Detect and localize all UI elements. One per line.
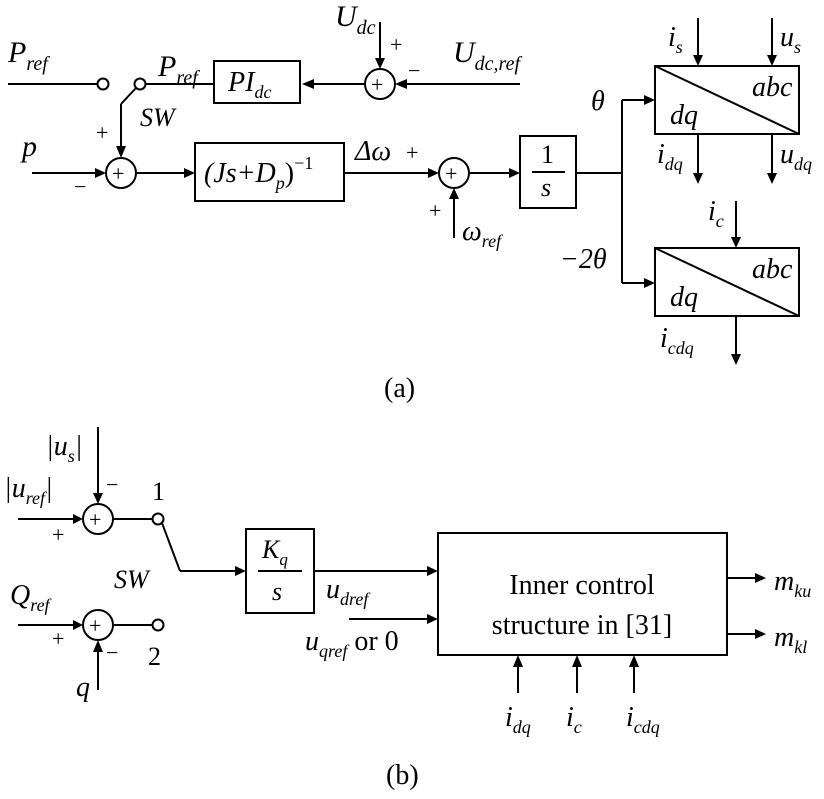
panel-a: Pref SW + Pref PIdc + Udc + − Udc,ref p … (7, 0, 812, 404)
udq-label: udq (780, 139, 812, 174)
svg-text:+: + (96, 120, 108, 145)
inner-control-line2: structure in [31] (492, 610, 672, 641)
svg-text:+: + (429, 198, 441, 223)
inertia-damping-label: (Js+Dp)−1 (204, 153, 313, 193)
pi-dc-label: PIdc (227, 67, 271, 102)
p-label: p (20, 130, 37, 163)
caption-a: (a) (384, 373, 415, 404)
pi-dc-block (213, 60, 301, 104)
svg-text:+: + (52, 522, 64, 547)
is-label: is (668, 22, 683, 57)
neg-2theta-label: −2θ (560, 244, 607, 275)
svg-text:+: + (89, 507, 101, 532)
svg-text:+: + (445, 161, 457, 186)
switch-blade-b (161, 522, 181, 572)
us-label: us (780, 22, 801, 57)
ic-b-label: ic (566, 702, 582, 737)
theta-label: θ (591, 86, 605, 117)
sw-label-b: SW (114, 565, 151, 594)
integrator-num: 1 (541, 140, 554, 169)
svg-text:+: + (390, 32, 402, 57)
inertia-damping-block (194, 142, 345, 202)
kq-den: s (272, 577, 282, 606)
inner-control-block (437, 532, 728, 656)
dq-label-2: dq (670, 282, 698, 313)
svg-text:+: + (371, 72, 383, 97)
icdq-b-label: icdq (626, 702, 660, 737)
switch-blade (120, 87, 137, 105)
position-1-label: 1 (152, 477, 165, 506)
svg-text:−: − (106, 640, 118, 665)
panel-b: |us| − |uref| + + 1 SW Qref + + − q 2 (4, 427, 811, 791)
dq-label: dq (670, 100, 698, 131)
pref-input-label: Pref (7, 36, 50, 75)
abs-uref-label: |uref| (4, 473, 53, 508)
pref-terminal (96, 77, 110, 91)
svg-text:−: − (408, 58, 420, 83)
delta-omega-label: Δω (354, 136, 391, 167)
svg-text:+: + (52, 626, 64, 651)
svg-text:−: − (74, 174, 86, 199)
idq-label: idq (657, 139, 683, 174)
udc-ref-label: Udc,ref (453, 36, 522, 75)
sw-label-a: SW (140, 103, 177, 132)
q-label: q (76, 672, 90, 703)
integrator-den: s (541, 173, 551, 202)
svg-text:−: − (106, 472, 118, 497)
icdq-label: icdq (660, 323, 694, 358)
idq-b-label: idq (505, 702, 531, 737)
kq-num: Kq (261, 535, 288, 569)
svg-text:+: + (89, 613, 101, 638)
switch-pivot (133, 77, 147, 91)
uqref-label: uqref or 0 (305, 626, 399, 661)
ic-label: ic (708, 196, 724, 231)
switch-terminal-1 (151, 512, 165, 526)
udc-label: Udc (335, 0, 376, 39)
mku-label: mku (774, 566, 811, 601)
inner-control-line1: Inner control (509, 570, 655, 601)
udref-label: udref (326, 574, 371, 609)
abc-label-2: abc (752, 254, 793, 285)
svg-text:+: + (406, 140, 418, 165)
position-2-label: 2 (148, 642, 161, 671)
qref-label: Qref (10, 580, 53, 615)
abs-us-label: |us| (46, 431, 82, 466)
switch-terminal-2 (151, 618, 165, 632)
omega-ref-label: ωref (462, 216, 504, 251)
svg-text:+: + (112, 161, 124, 186)
abc-label: abc (752, 72, 793, 103)
caption-b: (b) (386, 760, 419, 791)
mkl-label: mkl (774, 622, 807, 657)
